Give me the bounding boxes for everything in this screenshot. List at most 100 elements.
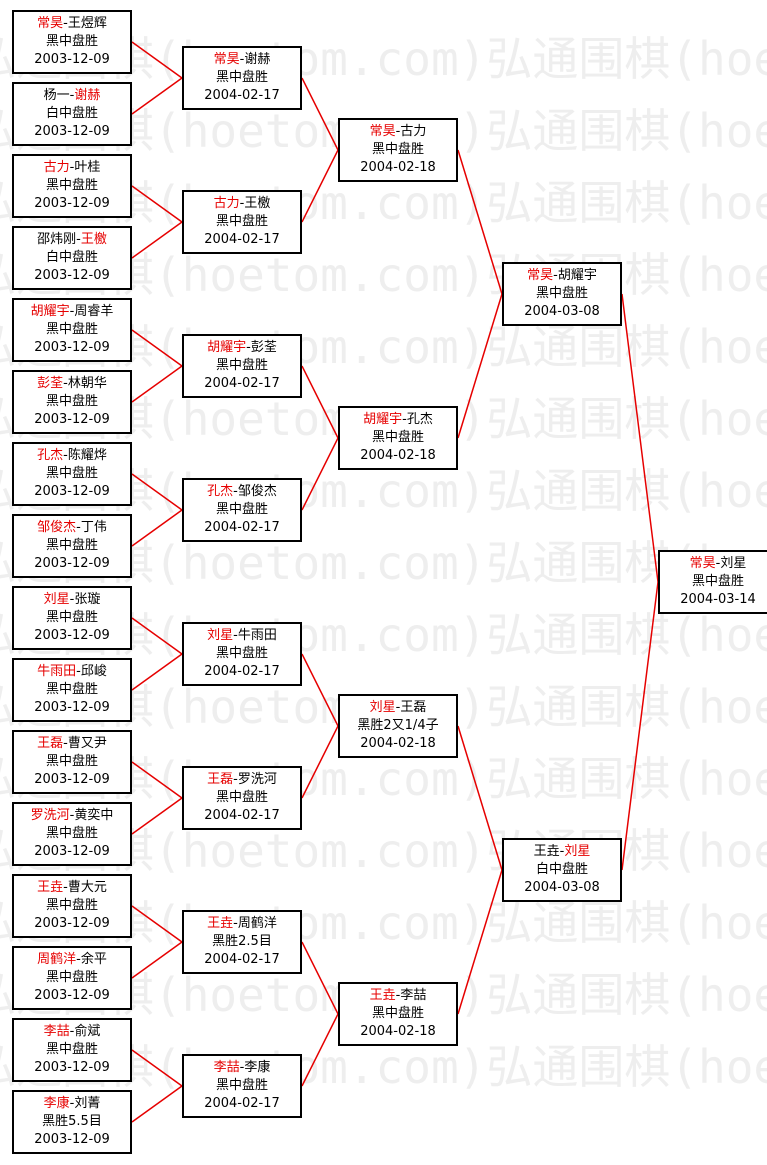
player-white: 俞斌 [74, 1024, 101, 1039]
match-players: 刘星-张璇 [14, 591, 130, 609]
match-date: 2004-02-17 [204, 88, 280, 103]
player-white: 古力 [400, 124, 427, 139]
match-date: 2003-12-09 [34, 916, 110, 931]
player-black: 邹俊杰 [37, 520, 77, 535]
match-result: 黑中盘胜 [45, 610, 98, 625]
connector-line [131, 221, 183, 259]
player-white: 黄奕中 [74, 808, 114, 823]
match-result: 黑中盘胜 [215, 502, 268, 517]
match-date: 2003-12-09 [34, 196, 110, 211]
connector-line [301, 653, 339, 727]
player-white: 叶桂 [74, 160, 101, 175]
player-black: 常昊 [213, 52, 240, 67]
player-white: 张璇 [74, 592, 101, 607]
player-separator: - [76, 952, 81, 967]
match-date: 2004-02-18 [360, 448, 436, 463]
match-players: 牛雨田-邱峻 [14, 663, 130, 681]
match-result: 黑胜2.5目 [212, 934, 272, 949]
match-players: 常昊-刘星 [660, 555, 767, 573]
player-white: 曹又尹 [67, 736, 107, 751]
match-date: 2004-03-08 [524, 880, 600, 895]
match-players: 李喆-李康 [184, 1059, 300, 1077]
player-black: 常昊 [37, 16, 64, 31]
match-date: 2004-03-08 [524, 304, 600, 319]
match-players: 胡耀宇-周睿羊 [14, 303, 130, 321]
player-black: 周鹤洋 [37, 952, 77, 967]
player-white: 王檄 [80, 232, 107, 247]
connector-line [131, 77, 183, 115]
player-black: 李喆 [43, 1024, 70, 1039]
match-result: 黑中盘胜 [215, 1078, 268, 1093]
match-box: 刘星-王磊黑胜2又1/4子 2004-02-18 [338, 694, 458, 758]
match-players: 胡耀宇-孔杰 [340, 411, 456, 429]
player-separator: - [233, 772, 238, 787]
connector-line [131, 761, 183, 799]
match-players: 王垚-曹大元 [14, 879, 130, 897]
player-separator: - [76, 520, 81, 535]
player-separator: - [559, 844, 565, 859]
match-date: 2004-02-17 [204, 376, 280, 391]
connector-line [131, 797, 183, 835]
player-white: 刘星 [564, 844, 591, 859]
match-result: 白中盘胜 [45, 250, 98, 265]
player-separator: - [395, 700, 401, 715]
player-white: 牛雨田 [237, 628, 277, 643]
match-players: 李喆-俞斌 [14, 1023, 130, 1041]
match-result: 黑中盘胜 [45, 538, 98, 553]
player-black: 胡耀宇 [30, 304, 70, 319]
player-black: 古力 [43, 160, 70, 175]
player-separator: - [69, 160, 75, 175]
player-separator: - [395, 124, 401, 139]
connector-line [131, 941, 183, 979]
player-white: 曹大元 [67, 880, 107, 895]
match-result: 黑中盘胜 [45, 34, 98, 49]
match-date: 2004-02-17 [204, 1096, 280, 1111]
match-players: 刘星-王磊 [340, 699, 456, 717]
match-result: 黑中盘胜 [371, 430, 424, 445]
match-date: 2004-02-17 [204, 808, 280, 823]
player-black: 邵炜刚 [37, 232, 77, 247]
player-white: 余平 [80, 952, 107, 967]
player-separator: - [63, 736, 68, 751]
match-result: 黑胜2又1/4子 [357, 718, 439, 733]
match-players: 李康-刘菁 [14, 1095, 130, 1113]
player-white: 王磊 [400, 700, 427, 715]
player-separator: - [553, 268, 558, 283]
match-players: 王磊-罗洗河 [184, 771, 300, 789]
player-black: 王垚 [533, 844, 560, 859]
match-result: 黑中盘胜 [45, 970, 98, 985]
connector-line [457, 725, 503, 871]
match-players: 常昊-谢赫 [184, 51, 300, 69]
match-date: 2003-12-09 [34, 52, 110, 67]
player-separator: - [63, 448, 68, 463]
player-white: 林朝华 [67, 376, 107, 391]
player-black: 刘星 [43, 592, 70, 607]
match-date: 2004-03-14 [680, 592, 756, 607]
match-players: 杨一-谢赫 [14, 87, 130, 105]
connector-line [301, 437, 339, 511]
match-box: 周鹤洋-余平黑中盘胜 2003-12-09 [12, 946, 132, 1010]
match-result: 黑中盘胜 [535, 286, 588, 301]
player-white: 李康 [244, 1060, 271, 1075]
connector-line [301, 725, 339, 799]
match-result: 白中盘胜 [45, 106, 98, 121]
match-players: 王垚-刘星 [504, 843, 620, 861]
player-white: 王煜辉 [67, 16, 107, 31]
match-date: 2004-02-18 [360, 736, 436, 751]
match-date: 2003-12-09 [34, 988, 110, 1003]
player-black: 孔杰 [207, 484, 234, 499]
connector-line [131, 329, 183, 367]
player-white: 罗洗河 [237, 772, 277, 787]
